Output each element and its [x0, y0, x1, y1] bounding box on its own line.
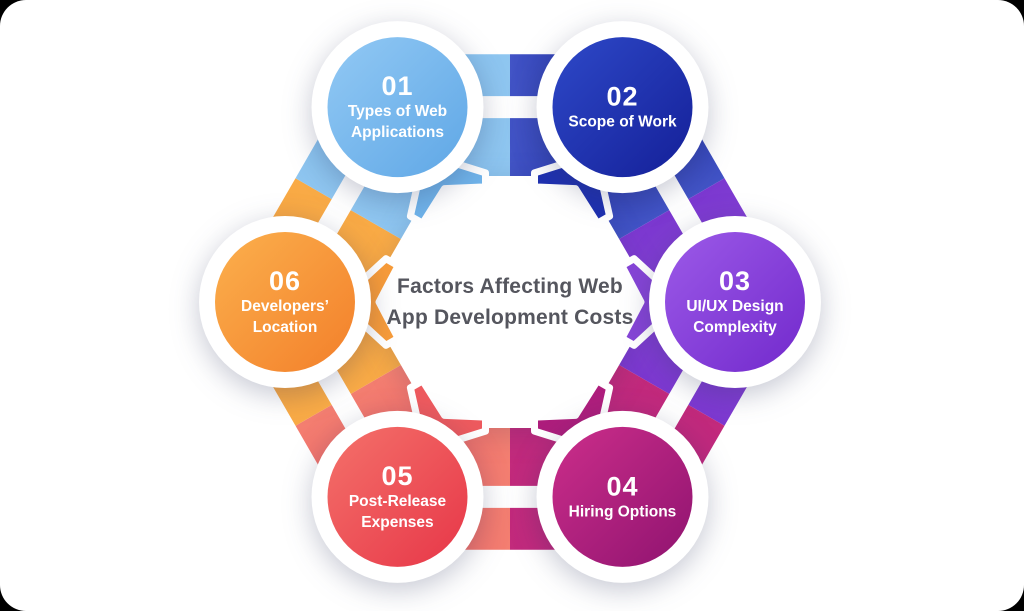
factor-03-circle [665, 232, 805, 372]
factor-01-circle [327, 37, 468, 178]
factor-02-circle [552, 37, 693, 178]
factor-06-circle [215, 232, 355, 372]
center-title: Factors Affecting Web App Development Co… [330, 271, 690, 333]
factor-04-circle [552, 426, 693, 567]
factor-05-circle [327, 426, 468, 567]
center-title-line1: Factors Affecting Web [397, 275, 623, 298]
center-title-line2: App Development Costs [386, 306, 634, 329]
